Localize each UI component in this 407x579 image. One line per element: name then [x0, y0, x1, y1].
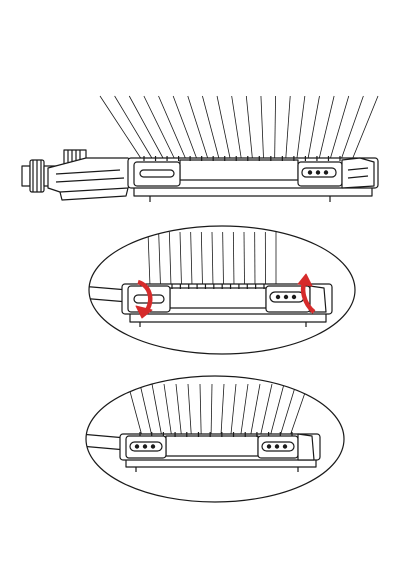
detail-result-view: [85, 375, 345, 503]
spray-line: [250, 383, 261, 437]
spray-line: [163, 383, 172, 437]
spray-line: [128, 95, 165, 161]
spray-line: [210, 383, 213, 437]
spray-line: [179, 231, 182, 287]
spray-line: [318, 95, 335, 161]
water-spray-fan: [147, 231, 277, 287]
spray-line: [222, 231, 224, 287]
spray-line: [279, 383, 297, 437]
spray-line: [158, 231, 161, 287]
spray-line: [139, 383, 153, 437]
spray-line: [274, 95, 276, 161]
spray-line: [340, 95, 364, 161]
water-spray-fan: [127, 383, 309, 437]
spray-line: [285, 95, 291, 161]
spray-line: [187, 95, 209, 161]
spray-line: [114, 95, 154, 161]
spray-line: [143, 95, 176, 161]
spray-line: [151, 383, 163, 437]
spray-line: [211, 231, 214, 287]
nozzle-row: [171, 284, 265, 289]
spray-line: [296, 95, 306, 161]
right-range-slider: [297, 161, 343, 187]
spray-line: [230, 383, 237, 437]
spray-line: [199, 383, 202, 437]
right-range-slider: [257, 435, 299, 459]
left-range-slider: [133, 161, 181, 187]
spray-line: [231, 95, 242, 161]
spray-line: [260, 383, 273, 437]
full-sprinkler-view: [21, 95, 379, 202]
right-end-cap: [341, 157, 375, 189]
nozzle-tube-detail: [165, 435, 259, 457]
detail-rotate-sliders: [88, 225, 356, 355]
spray-line: [147, 231, 151, 287]
spray-line: [202, 95, 220, 161]
spray-line: [329, 95, 350, 161]
spray-line: [158, 95, 187, 161]
nozzle-row: [143, 156, 341, 161]
spray-line: [99, 95, 143, 161]
spray-line: [307, 95, 320, 161]
spray-line: [351, 95, 379, 161]
nozzle-tube-detail: [169, 287, 267, 309]
spray-line: [200, 231, 203, 287]
spray-line: [168, 231, 172, 287]
right-end-cap: [297, 433, 315, 461]
rotate-right-arrow-icon: [297, 273, 316, 314]
spray-line: [216, 95, 231, 161]
spray-line: [245, 95, 253, 161]
nozzle-tube: [179, 159, 299, 181]
detail-oval-frame: [88, 225, 356, 355]
spray-line: [260, 95, 264, 161]
spray-line: [190, 231, 193, 287]
spray-line: [243, 231, 245, 287]
spray-line: [127, 383, 143, 437]
spray-line: [172, 95, 198, 161]
spray-line: [240, 383, 249, 437]
detail-oval-frame: [85, 375, 345, 503]
water-spray-fan: [99, 95, 379, 161]
right-end-cap: [309, 285, 327, 313]
spray-line: [187, 383, 192, 437]
spray-line: [175, 383, 182, 437]
spray-line: [232, 231, 235, 287]
left-range-slider: [125, 435, 167, 459]
spray-line: [269, 383, 285, 437]
spray-line: [220, 383, 225, 437]
rotate-left-arrow-icon: [135, 279, 153, 319]
